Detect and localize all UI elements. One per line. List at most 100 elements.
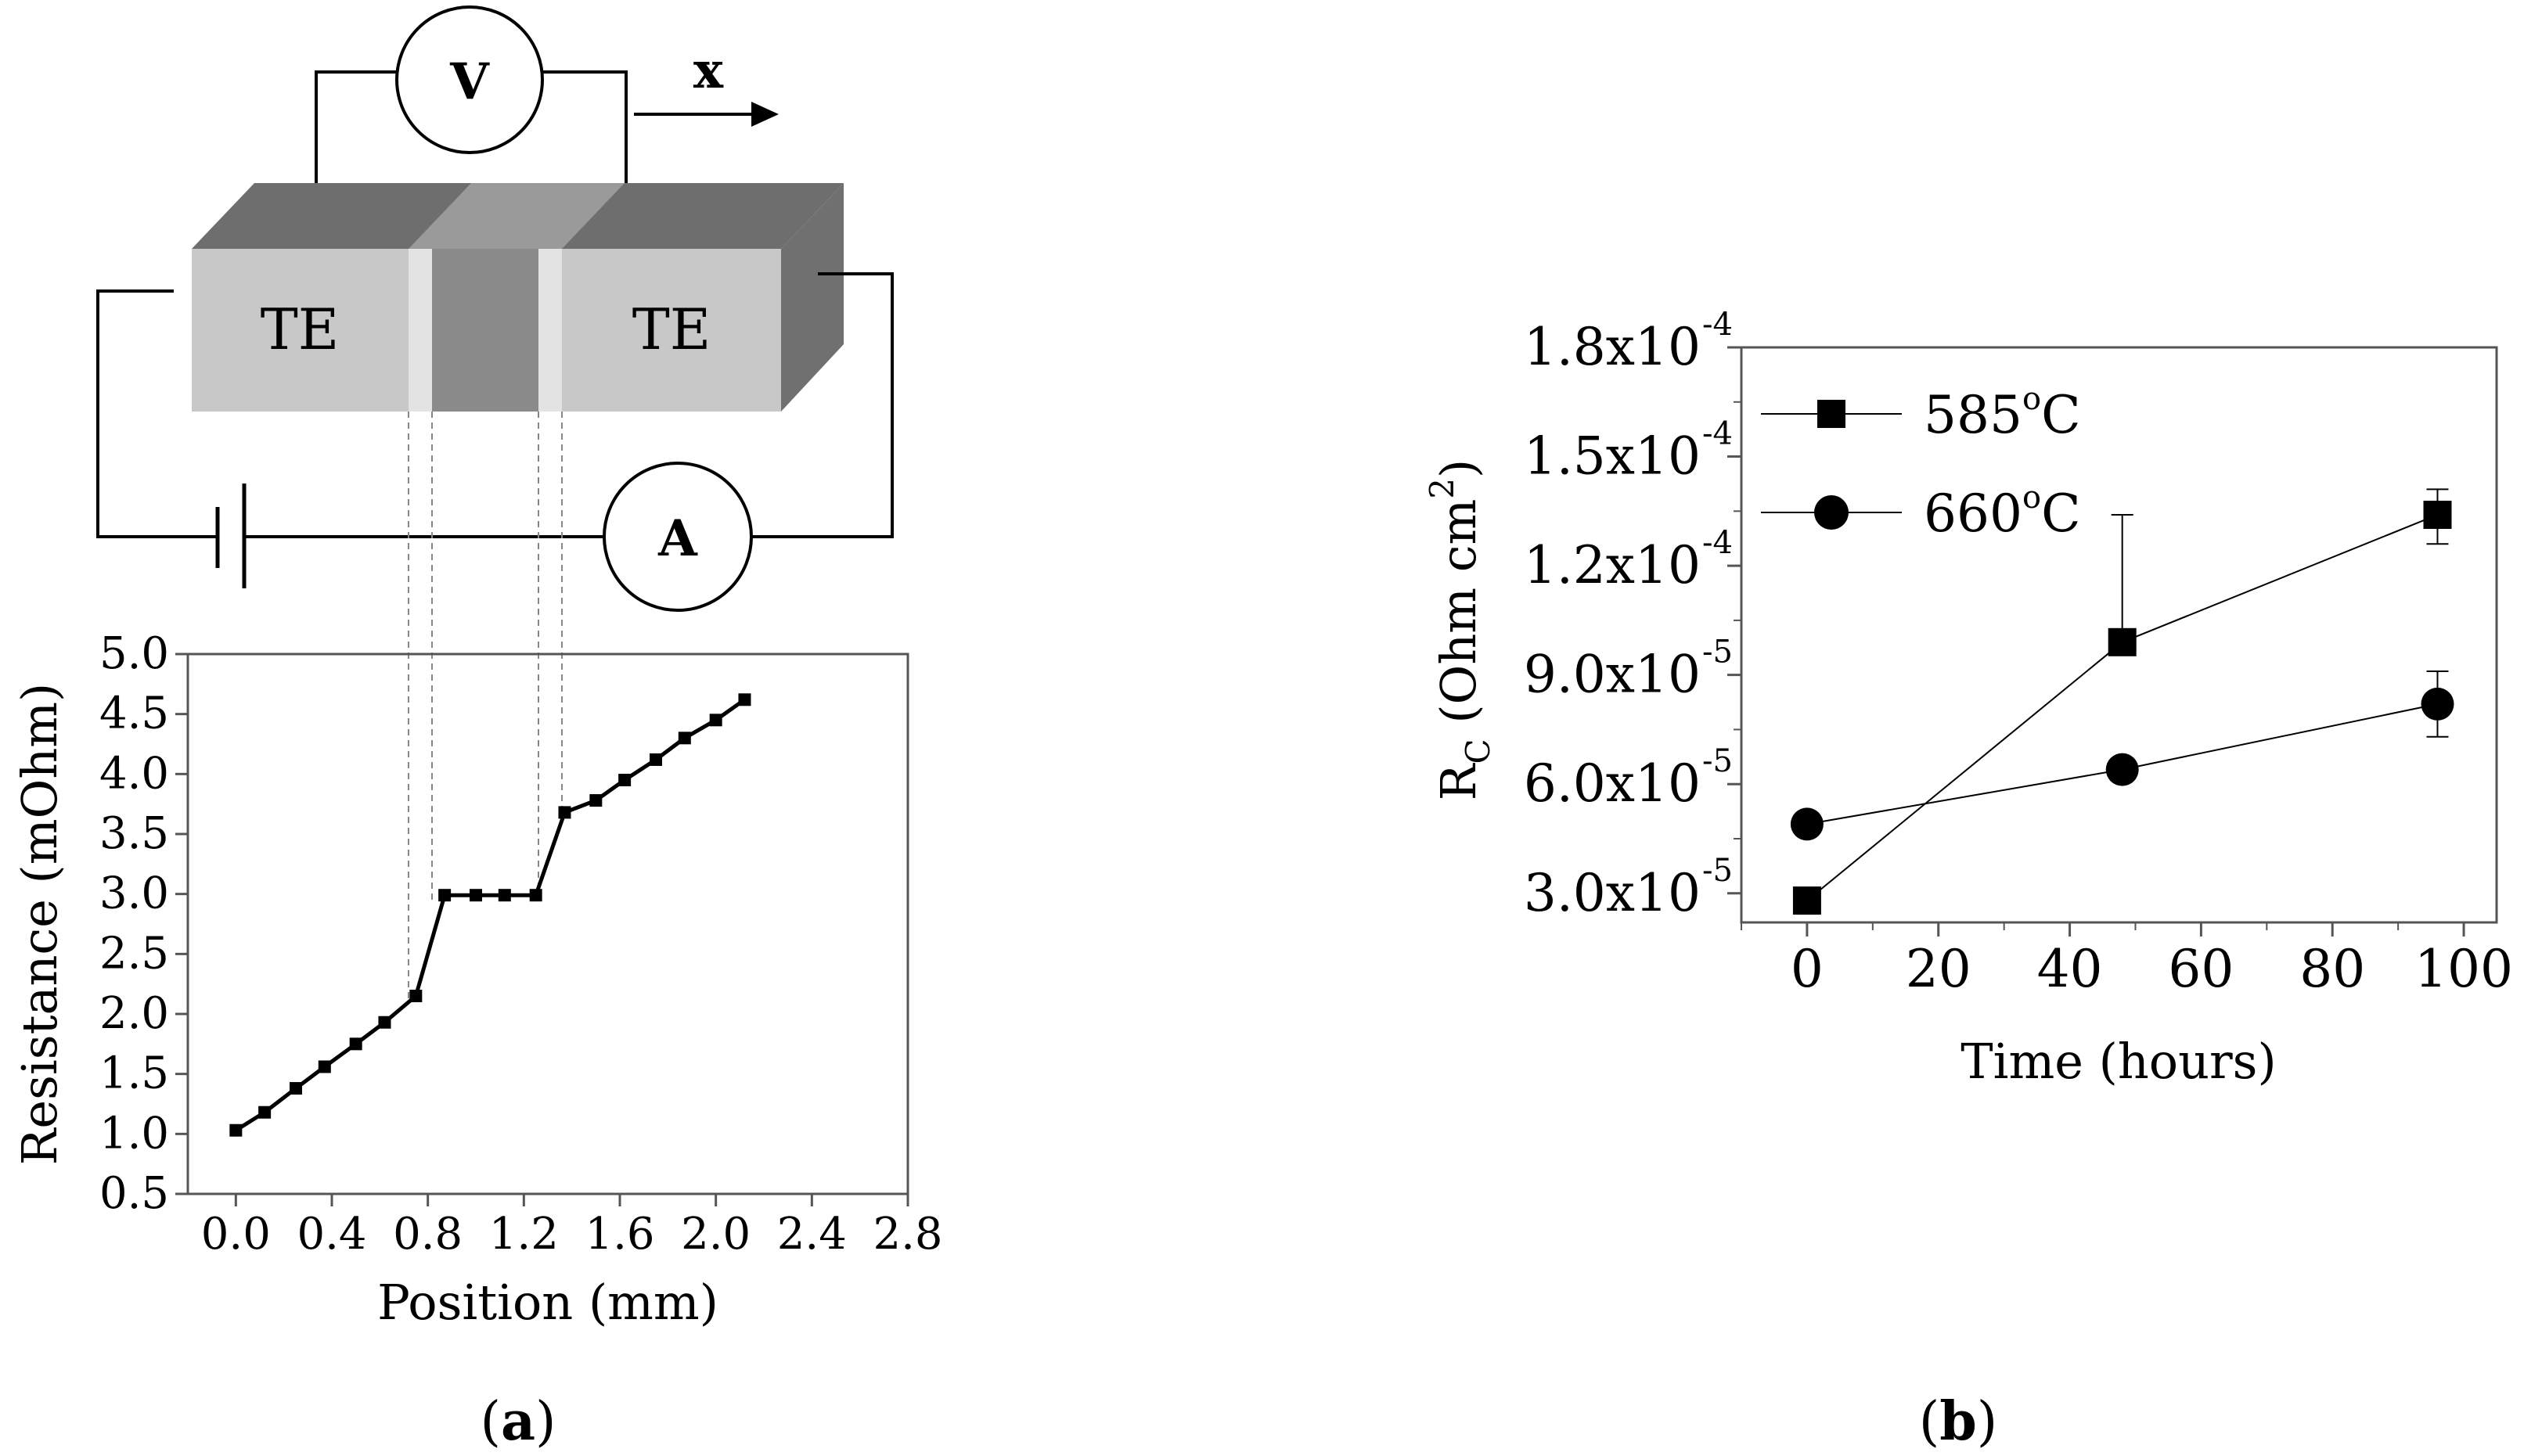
caption-b-close: ) — [1977, 1391, 1998, 1453]
right-electrode — [562, 249, 781, 412]
voltmeter-label: V — [449, 52, 490, 111]
plot-a-series — [229, 693, 751, 1137]
junction-guide-lines — [408, 412, 563, 1001]
y-tick-label: 1.2x10 — [1524, 535, 1701, 595]
data-point-585 — [2108, 627, 2137, 656]
resistance-vs-position-plot: 0.0 0.4 0.8 1.2 1.6 2.0 2.4 2.8 0.5 1.0 1.5 2.0 2.5 3… — [11, 628, 943, 1331]
resistance-series-line — [235, 698, 746, 1132]
y-tick-label: 2.0 — [99, 988, 169, 1039]
x-direction-arrowhead — [751, 102, 779, 127]
plot-b-xlabel: Time (hours) — [1961, 1033, 2276, 1090]
voltmeter-symbol — [395, 5, 544, 154]
caption-b-letter: b — [1939, 1390, 1977, 1453]
junction-interlayer-right — [538, 249, 562, 412]
x-tick-label: 0.8 — [393, 1209, 463, 1260]
caption-b-open: ( — [1919, 1391, 1940, 1453]
caption-a-letter: a — [501, 1390, 535, 1453]
x-tick-label: 1.2 — [489, 1209, 559, 1260]
ammeter-label: A — [657, 509, 698, 568]
plot-b-frame — [1740, 346, 2498, 924]
block-side-face — [781, 183, 844, 412]
plot-b-ylabel-rest: (Ohm cm — [1430, 499, 1487, 739]
legend-entry-585-value: 585 — [1924, 385, 2022, 445]
y-tick-label: 1.5x10 — [1524, 426, 1701, 487]
resistance-point — [709, 714, 722, 727]
legend: 585oC 660oC — [1761, 381, 2081, 544]
y-tick-label: 3.5 — [99, 808, 169, 859]
resistance-point — [409, 990, 423, 1002]
plot-a-ylabel: Resistance (mOhm) — [11, 683, 68, 1166]
y-tick-label: 3.0x10 — [1524, 863, 1701, 923]
plot-a-ticks: 0.0 0.4 0.8 1.2 1.6 2.0 2.4 2.8 0.5 1.0 1.5 2.0 2.5 3… — [99, 628, 943, 1260]
current-wire-left — [96, 289, 218, 538]
legend-marker-circle — [1814, 495, 1849, 530]
y-tick-label: 0.5 — [99, 1168, 169, 1219]
resistance-point — [678, 732, 691, 745]
x-tick-label: 80 — [2299, 939, 2365, 999]
voltmeter-wire-right — [542, 70, 628, 183]
legend-entry-660-value: 660 — [1924, 484, 2022, 544]
data-point-660 — [2421, 687, 2454, 721]
x-tick-label: 2.8 — [873, 1209, 942, 1260]
x-tick-label: 2.4 — [777, 1209, 847, 1260]
x-tick-label: 60 — [2168, 939, 2234, 999]
resistance-point — [498, 889, 511, 902]
resistance-point — [558, 806, 571, 819]
x-tick-label: 40 — [2037, 939, 2103, 999]
y-tick-exponent: -5 — [1702, 635, 1733, 670]
resistance-point — [229, 1123, 243, 1137]
y-tick-exponent: -4 — [1702, 307, 1733, 343]
resistance-point — [378, 1016, 391, 1029]
x-tick-label: 0.4 — [297, 1209, 366, 1260]
resistance-point — [438, 889, 452, 902]
plot-b-ylabel-sub: C — [1459, 739, 1497, 764]
direction-label: x — [693, 41, 724, 100]
resistance-point — [738, 693, 751, 706]
legend-entry-585-degree: o — [2022, 381, 2041, 417]
data-point-660 — [1790, 807, 1824, 841]
y-tick-exponent: -4 — [1702, 525, 1733, 561]
resistance-point — [349, 1037, 362, 1051]
left-electrode-label: TE — [261, 297, 340, 362]
y-tick-label: 5.0 — [99, 628, 169, 679]
legend-entry-660-degree: o — [2022, 480, 2041, 516]
legend-entry-660: 660oC — [1924, 480, 2081, 544]
resistance-point — [290, 1082, 302, 1095]
caption-a-close: ) — [535, 1391, 556, 1453]
measurement-circuit-diagram: V x TE TE A — [96, 5, 894, 612]
x-tick-label: 1.6 — [585, 1209, 654, 1260]
y-tick-label: 4.0 — [99, 748, 169, 799]
legend-entry-585-unit: C — [2041, 385, 2081, 445]
junction-interlayer-left — [409, 249, 432, 412]
y-tick-label: 1.5 — [99, 1048, 169, 1099]
y-tick-label: 2.5 — [99, 928, 169, 979]
right-electrode-label: TE — [632, 297, 711, 362]
left-electrode — [192, 249, 409, 412]
y-tick-label: 9.0x10 — [1524, 645, 1701, 705]
data-point-660 — [2105, 753, 2139, 786]
y-tick-exponent: -5 — [1702, 853, 1733, 889]
legend-marker-square — [1817, 400, 1845, 428]
y-tick-label: 6.0x10 — [1524, 753, 1701, 814]
caption-a: (a) — [480, 1390, 556, 1453]
x-tick-label: 0 — [1791, 939, 1824, 999]
plot-b-ylabel-sup: 2 — [1423, 478, 1461, 499]
resistance-point — [318, 1060, 331, 1073]
x-tick-label: 20 — [1906, 939, 1971, 999]
x-tick-label: 100 — [2414, 939, 2513, 999]
y-tick-label: 3.0 — [99, 868, 169, 919]
resistance-point — [470, 889, 482, 902]
y-tick-label: 4.5 — [99, 688, 169, 739]
x-tick-label: 0.0 — [201, 1209, 271, 1260]
plot-b-ylabel-main: R — [1430, 762, 1487, 800]
x-tick-label: 2.0 — [681, 1209, 751, 1260]
junction-core — [432, 249, 538, 412]
resistance-point — [529, 889, 542, 902]
resistance-point — [618, 774, 632, 786]
plot-a-xlabel: Position (mm) — [377, 1274, 718, 1331]
current-wire-right — [751, 272, 894, 538]
y-tick-label: 1.0 — [99, 1108, 169, 1159]
